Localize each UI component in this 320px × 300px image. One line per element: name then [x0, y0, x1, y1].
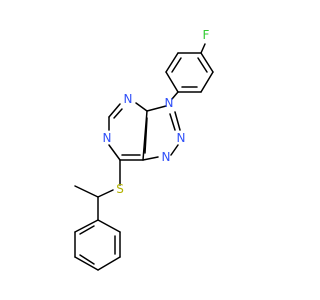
n-atom-label-ring-top: N: [124, 92, 133, 106]
bond: [170, 144, 179, 156]
bond: [197, 57, 208, 73]
bond: [146, 105, 167, 112]
n-atom-label-triazole-2: N: [177, 131, 186, 145]
bond: [144, 117, 148, 154]
triazole-ring: [142, 105, 181, 161]
bond: [169, 113, 176, 131]
bond: [97, 189, 114, 198]
bond: [108, 144, 121, 161]
bond: [200, 52, 214, 73]
n-atom-label-ring-left: N: [103, 131, 112, 145]
atom-labels: F N N N N N S: [103, 28, 210, 196]
bond: [171, 57, 182, 73]
bond: [142, 156, 159, 161]
pyrimidine-ring: [108, 102, 148, 161]
bond: [165, 71, 179, 93]
bond: [171, 91, 179, 100]
bond: [174, 111, 181, 131]
fluorine-atom-label: F: [203, 28, 210, 42]
bond: [108, 103, 121, 118]
phenylethyl-thioether: [74, 159, 121, 221]
bond: [200, 43, 206, 54]
bond: [200, 71, 214, 93]
bond: [74, 219, 99, 233]
bond: [79, 225, 95, 235]
bond: [79, 254, 95, 265]
n-atom-label-triazole-3: N: [162, 150, 171, 164]
phenyl-ring: [74, 219, 121, 271]
bond: [74, 256, 99, 271]
bond: [74, 185, 99, 198]
sulfur-atom-label: S: [116, 182, 124, 196]
bond: [97, 256, 121, 271]
n-atom-label-triazole-1: N: [165, 96, 174, 110]
bond: [113, 108, 123, 119]
fluorophenyl-ring: [165, 43, 214, 100]
bond: [165, 52, 179, 73]
molecule-structure-diagram: F N N N N N S: [74, 28, 214, 271]
bond: [97, 219, 121, 233]
bond: [135, 102, 148, 112]
